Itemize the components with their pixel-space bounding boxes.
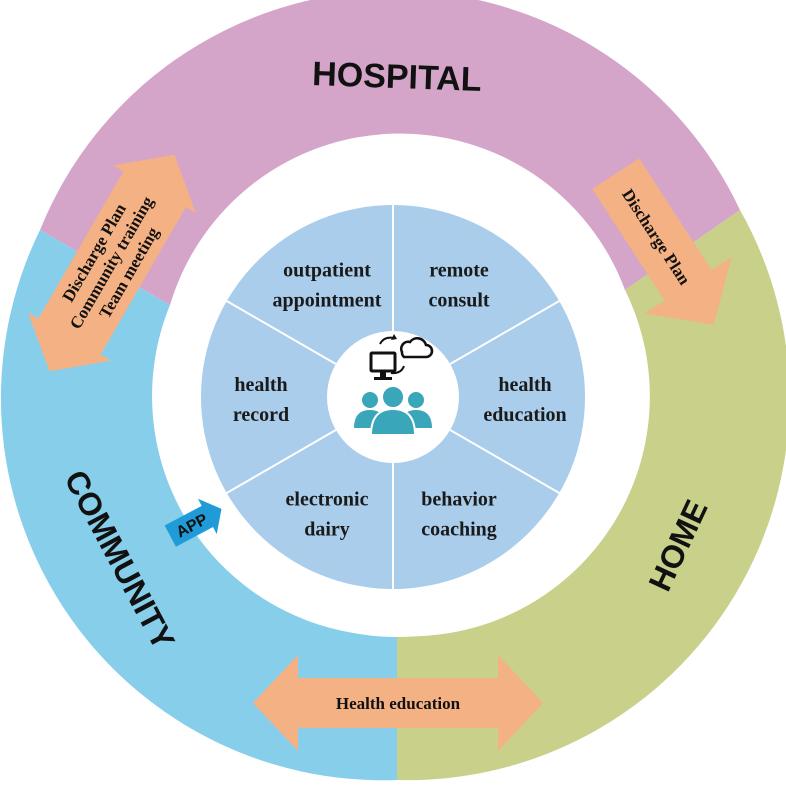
service-segment-line: health [498, 374, 551, 396]
service-segment-line: appointment [273, 290, 382, 312]
service-segment-line: education [483, 404, 566, 426]
service-segment-line: health [234, 374, 287, 396]
hospital-label: HOSPITAL [312, 55, 483, 99]
bottom-double-arrow: Health education [253, 655, 543, 751]
service-segment-line: remote [429, 260, 489, 282]
community-ring-sector [0, 230, 398, 781]
service-segment-label: behavior coaching [421, 488, 497, 540]
service-segment-line: behavior [421, 488, 497, 510]
service-segment-line: coaching [421, 518, 497, 540]
service-segment-line: dairy [304, 518, 350, 540]
service-segment-label: remote consult [428, 260, 489, 312]
segment-divider [449, 429, 560, 494]
segment-divider [226, 429, 337, 494]
bottom-arrow-label: Health education [336, 694, 461, 713]
service-segment-label: electronic dairy [286, 488, 369, 540]
service-segment-label: outpatient appointment [273, 260, 382, 312]
service-segment-line: record [233, 404, 289, 426]
telemedicine-people-icon [354, 334, 434, 436]
home-ring-sector [397, 210, 786, 781]
service-segment-label: health record [233, 374, 289, 426]
hospital-ring-sector [40, 0, 740, 305]
service-segment-line: electronic [286, 488, 369, 510]
segment-divider [226, 300, 337, 365]
service-segment-line: outpatient [283, 260, 371, 282]
service-segment-label: health education [483, 374, 566, 426]
service-segment-line: consult [428, 290, 489, 312]
segment-divider [449, 300, 560, 365]
